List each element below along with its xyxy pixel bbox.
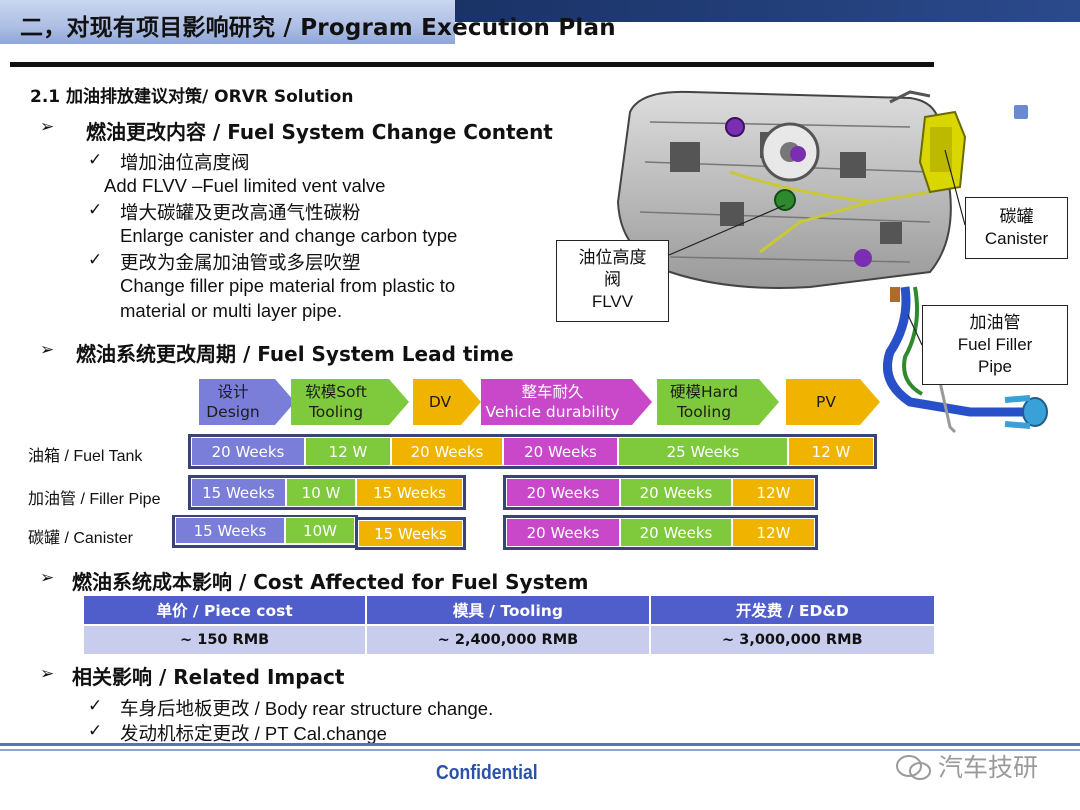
arrow-bullet-icon: ➢ — [40, 117, 55, 137]
valve-marker — [725, 117, 745, 137]
wechat-icon — [896, 755, 931, 780]
cost-col-tooling: 模具 / Tooling — [365, 594, 651, 626]
canister-callout: 碳罐 Canister — [965, 197, 1068, 259]
gantt-bar: 12W — [732, 478, 815, 507]
page-title: 二，对现有项目影响研究 / Program Execution Plan — [20, 15, 616, 41]
check-icon: ✓ — [88, 150, 103, 170]
gantt-bar: 15 Weeks — [358, 520, 463, 547]
gantt-bar: 10 W — [286, 478, 356, 507]
phase-chevron-pv: PV — [786, 379, 880, 425]
change-item-3-cn: 更改为金属加油管或多层吹塑 — [120, 252, 361, 273]
change-item-2-en: Enlarge canister and change carbon type — [120, 225, 458, 246]
gantt-bar: 12 W — [305, 437, 391, 466]
check-icon: ✓ — [88, 721, 103, 741]
gantt-row-frame — [503, 475, 818, 510]
impact-heading: 相关影响 / Related Impact — [72, 665, 345, 689]
gantt-bar: 20 Weeks — [191, 437, 305, 466]
check-icon: ✓ — [88, 200, 103, 220]
impact-item-1: 车身后地板更改 / Body rear structure change. — [120, 698, 494, 719]
gantt-bar: 20 Weeks — [503, 437, 618, 466]
gantt-bar: 15 Weeks — [191, 478, 286, 507]
filler-pipe-callout: 加油管 Fuel Filler Pipe — [922, 305, 1068, 385]
check-icon: ✓ — [88, 696, 103, 716]
impact-item-2: 发动机标定更改 / PT Cal.change — [120, 723, 387, 744]
cost-col-piece: 单价 / Piece cost — [81, 594, 368, 626]
gantt-row-label-fuel-tank: 油箱 / Fuel Tank — [28, 448, 143, 465]
gantt-row-label-canister: 碳罐 / Canister — [28, 530, 133, 547]
change-item-3-en2: material or multi layer pipe. — [120, 300, 343, 321]
cost-heading: 燃油系统成本影响 / Cost Affected for Fuel System — [72, 570, 589, 594]
arrow-bullet-icon: ➢ — [40, 340, 55, 360]
gantt-bar: 20 Weeks — [506, 478, 620, 507]
gantt-bar: 15 Weeks — [175, 517, 285, 544]
gantt-bar: 10W — [285, 517, 355, 544]
gantt-bar: 12W — [732, 518, 815, 547]
corner-marker-icon — [1014, 105, 1028, 119]
change-item-1-cn: 增加油位高度阀 — [120, 152, 250, 173]
cost-table: 单价 / Piece cost 模具 / Tooling 开发费 / ED&D … — [81, 594, 937, 656]
header-band — [0, 0, 455, 44]
change-item-3-en: Change filler pipe material from plastic… — [120, 275, 456, 296]
gantt-bar: 12 W — [788, 437, 874, 466]
change-content-heading: 燃油更改内容 / Fuel System Change Content — [86, 120, 553, 144]
confidential-label: Confidential — [436, 762, 538, 784]
gantt-row-frame — [188, 434, 877, 469]
cost-table-header: 单价 / Piece cost 模具 / Tooling 开发费 / ED&D — [81, 594, 937, 626]
gantt-bar: 20 Weeks — [620, 518, 732, 547]
gantt-bar: 20 Weeks — [620, 478, 732, 507]
gantt-bar: 20 Weeks — [391, 437, 503, 466]
header-divider — [10, 62, 934, 67]
gantt-row-frame — [188, 475, 466, 510]
header-accent-bar — [455, 0, 1080, 22]
flvv-callout: 油位高度 阀 FLVV — [556, 240, 669, 322]
filler-pipe-shape — [883, 286, 1030, 417]
cost-value-tooling: ~ 2,400,000 RMB — [365, 624, 651, 656]
gantt-bar: 20 Weeks — [506, 518, 620, 547]
gantt-row-label-filler-pipe: 加油管 / Filler Pipe — [28, 491, 161, 508]
cost-value-edd: ~ 3,000,000 RMB — [648, 624, 937, 656]
gantt-bar: 15 Weeks — [356, 478, 463, 507]
lead-time-heading: 燃油系统更改周期 / Fuel System Lead time — [76, 342, 514, 366]
fuel-system-illustration — [616, 90, 1048, 434]
change-item-2-cn: 增大碳罐及更改高通气性碳粉 — [120, 202, 361, 223]
check-icon: ✓ — [88, 250, 103, 270]
cost-table-row: ~ 150 RMB ~ 2,400,000 RMB ~ 3,000,000 RM… — [81, 624, 937, 656]
cost-value-piece: ~ 150 RMB — [81, 624, 368, 656]
footer-rule — [0, 749, 1080, 751]
gantt-row-frame — [503, 515, 818, 550]
gantt-row-frame — [355, 517, 466, 550]
footer-rule — [0, 743, 1080, 746]
gantt-bar: 25 Weeks — [618, 437, 788, 466]
change-item-1-en: Add FLVV –Fuel limited vent valve — [104, 175, 386, 196]
cost-col-edd: 开发费 / ED&D — [648, 594, 937, 626]
flvv-marker — [774, 189, 796, 211]
arrow-bullet-icon: ➢ — [40, 664, 55, 684]
watermark-text: 汽车技研 — [938, 753, 1039, 782]
arrow-bullet-icon: ➢ — [40, 568, 55, 588]
section-title: 2.1 加油排放建议对策/ ORVR Solution — [30, 87, 354, 107]
